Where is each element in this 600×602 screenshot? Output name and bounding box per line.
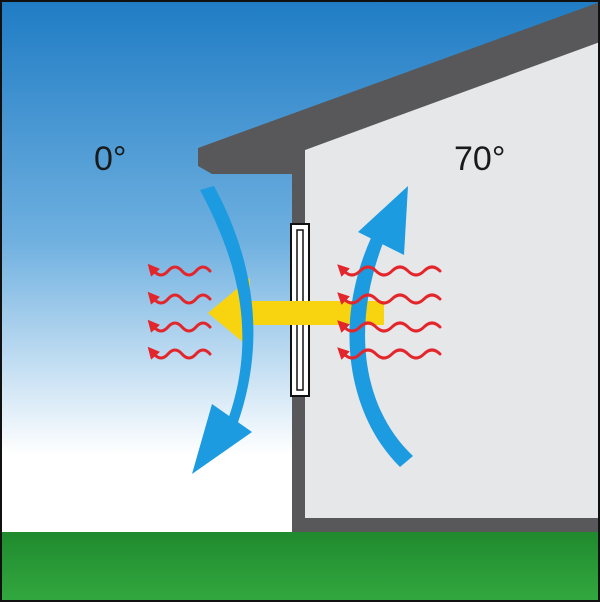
house-floor [292, 518, 600, 534]
inside-heat-waves [337, 264, 442, 360]
wavy-arrow-icon [337, 292, 442, 305]
wavy-arrow-icon [147, 346, 212, 360]
heat-flow-arrow [208, 278, 384, 348]
wavy-arrow-icon [337, 264, 442, 277]
wavy-arrow-icon [147, 291, 212, 305]
outside-air-current-arrow [192, 186, 254, 474]
house-interior [305, 38, 600, 518]
wavy-arrow-icon [147, 263, 212, 277]
wavy-arrow-icon [337, 320, 442, 333]
ground [0, 532, 600, 602]
roof [198, 2, 600, 174]
inside-temperature-label: 70° [454, 140, 505, 178]
outside-temperature-label: 0° [94, 140, 127, 178]
wavy-arrow-icon [337, 347, 442, 360]
wavy-arrow-icon [147, 319, 212, 333]
outside-heat-waves [147, 263, 212, 360]
